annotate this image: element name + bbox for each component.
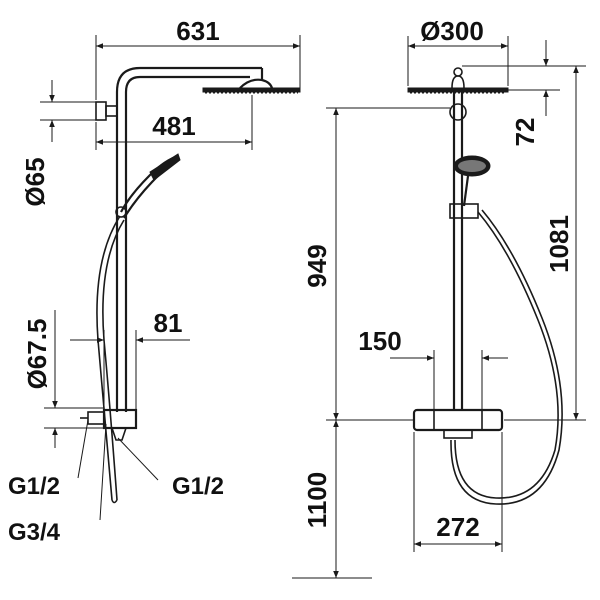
front-hand-shower	[449, 155, 491, 219]
dim-481: 481	[95, 95, 253, 150]
side-riser-pipe	[115, 92, 128, 412]
dim-81-label: 81	[154, 308, 183, 338]
dim-o65: Ø65	[20, 80, 96, 207]
front-thermostatic-mixer	[412, 408, 504, 439]
dim-1100: 1100	[292, 420, 372, 579]
dim-631-label: 631	[176, 16, 219, 46]
dim-1100-label: 1100	[302, 472, 332, 528]
dim-o300-label: Ø300	[420, 16, 484, 46]
dim-72-label: 72	[510, 118, 540, 147]
side-wall-clamp	[95, 101, 118, 121]
front-overhead-shower-head	[407, 67, 509, 94]
label-g1-2-left: G1/2	[8, 473, 60, 500]
dim-o65-label: Ø65	[20, 157, 50, 206]
dim-1081-label: 1081	[544, 215, 574, 273]
front-view: Ø300 72 1081 949	[292, 16, 586, 579]
front-shower-hose	[450, 209, 563, 505]
side-thermostatic-mixer	[80, 408, 138, 441]
side-shower-hose	[96, 215, 125, 504]
dim-272: 272	[413, 432, 503, 552]
front-wall-clamp	[449, 103, 467, 121]
front-riser-pipe	[452, 92, 464, 410]
dim-631: 631	[95, 16, 301, 100]
connection-labels: G1/2 G1/2 G3/4	[8, 419, 224, 546]
dim-81: 81	[70, 308, 190, 410]
dim-1081: 1081	[462, 65, 586, 421]
side-view: 631 481 Ø65 Ø67.5	[8, 16, 301, 546]
dim-949: 949	[302, 107, 450, 421]
label-g3-4: G3/4	[8, 519, 61, 546]
dim-481-label: 481	[152, 111, 195, 141]
dim-o67-5: Ø67.5	[22, 310, 104, 448]
side-shower-arm	[115, 66, 264, 93]
label-g1-2-right: G1/2	[172, 473, 224, 500]
side-overhead-shower-head	[202, 78, 301, 94]
dim-150-label: 150	[358, 326, 401, 356]
dim-72: 72	[462, 40, 560, 146]
dim-949-label: 949	[302, 244, 332, 287]
dim-150: 150	[358, 326, 508, 410]
dim-o67-5-label: Ø67.5	[22, 319, 52, 390]
side-hand-shower	[115, 153, 181, 219]
dim-272-label: 272	[436, 512, 479, 542]
dim-o300: Ø300	[407, 16, 509, 86]
